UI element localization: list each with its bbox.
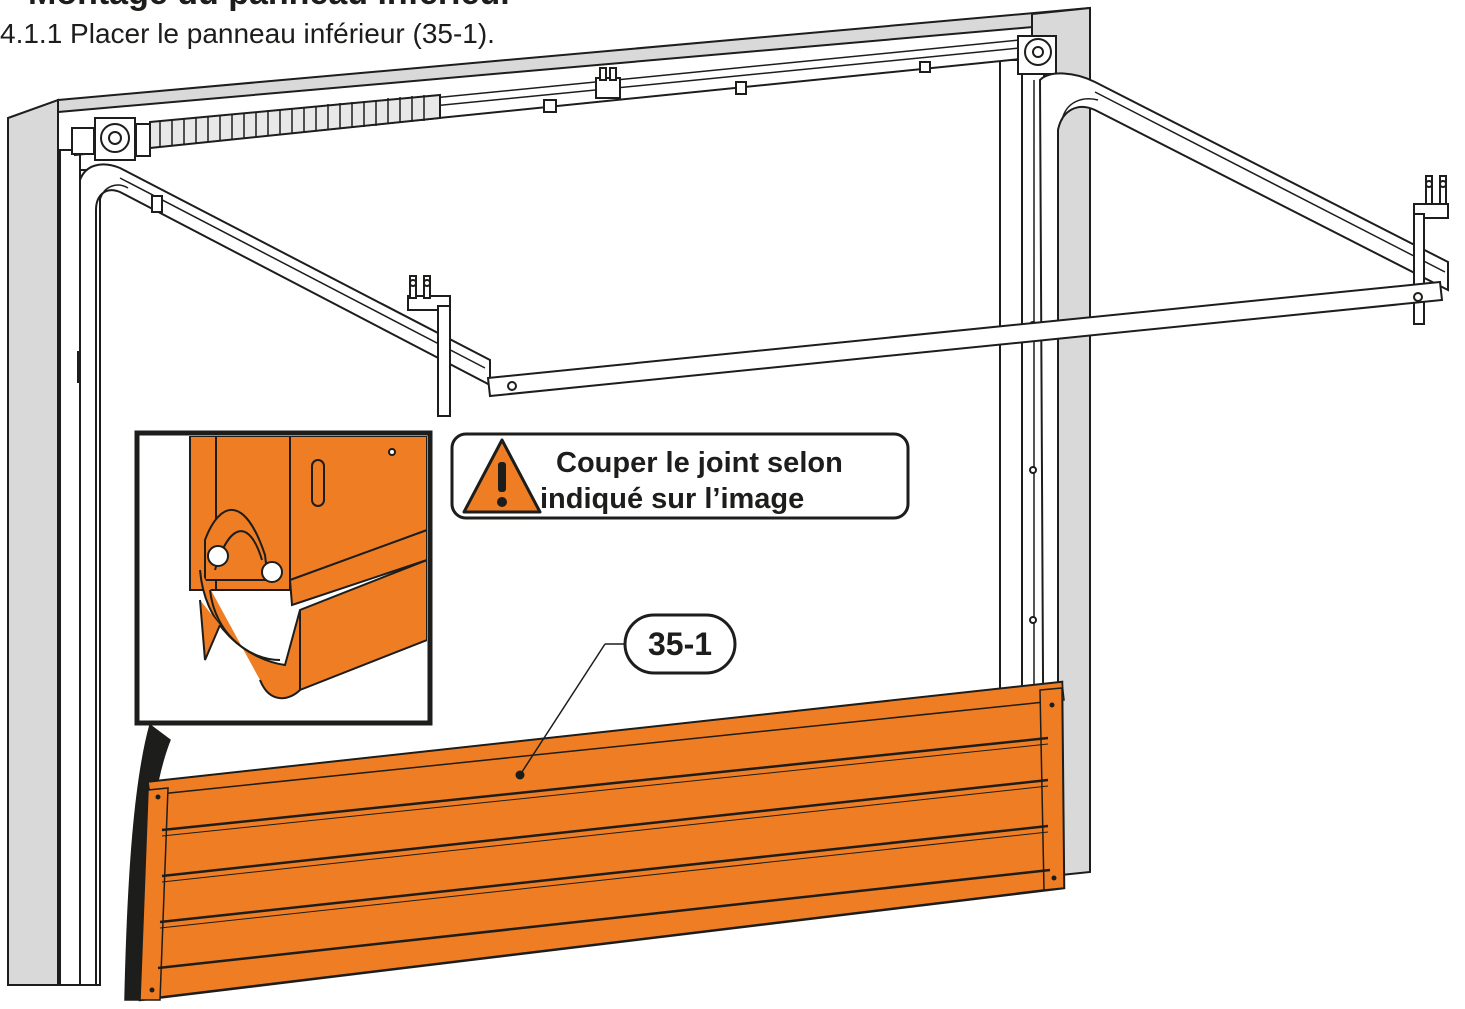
section-heading: Montage du panneau inférieur xyxy=(28,0,513,12)
torsion-spring xyxy=(149,93,441,150)
left-cable-drum xyxy=(71,117,151,161)
left-horizontal-track xyxy=(79,163,491,986)
right-horizontal-track xyxy=(1038,72,1449,876)
centre-bearing-bracket xyxy=(543,61,931,113)
warning-triangle-icon xyxy=(462,438,542,514)
step-instruction: 4.1.1 Placer le panneau inférieur (35-1)… xyxy=(0,18,495,49)
bottom-panel-35-1 xyxy=(124,680,1066,1002)
callout-label: 35-1 xyxy=(648,626,712,662)
seal-detail-inset xyxy=(134,430,433,726)
warning-line-2: indiqué sur l’image xyxy=(540,483,804,515)
callout-35-1: 35-1 xyxy=(519,613,737,776)
warning-box: Couper le joint selon indiqué sur l’imag… xyxy=(450,432,910,520)
right-rear-hanger xyxy=(1413,175,1449,325)
left-rear-hanger xyxy=(407,275,451,417)
right-vertical-track xyxy=(999,59,1045,876)
right-cable-drum xyxy=(1017,35,1057,75)
torsion-spring-shaft xyxy=(71,35,1057,161)
rear-cross-bar xyxy=(486,280,1444,398)
warning-line-1: Couper le joint selon xyxy=(556,447,843,479)
